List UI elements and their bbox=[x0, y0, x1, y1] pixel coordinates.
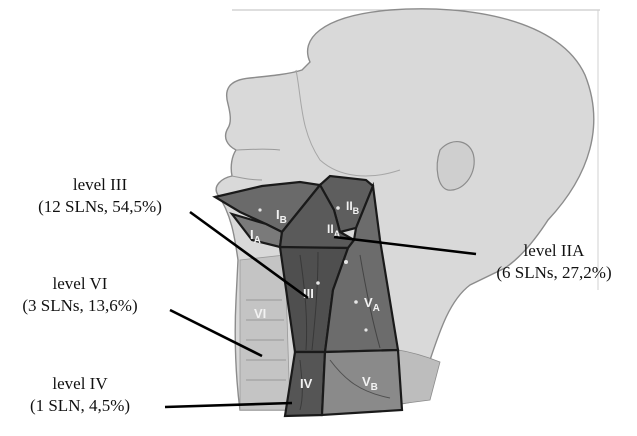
callout-level-iv: level IV (1 SLN, 4,5%) bbox=[30, 374, 130, 415]
zone-label-vi: VI bbox=[254, 306, 266, 321]
callout-detail-level-iia: (6 SLNs, 27,2%) bbox=[496, 263, 611, 282]
callout-detail-level-vi: (3 SLNs, 13,6%) bbox=[22, 296, 137, 315]
node-dot bbox=[364, 328, 367, 331]
node-dot bbox=[336, 206, 340, 210]
callout-detail-level-iii: (12 SLNs, 54,5%) bbox=[38, 197, 162, 216]
callout-title-level-iia: level IIA bbox=[524, 241, 586, 260]
node-dot bbox=[344, 260, 348, 264]
callout-title-level-iii: level III bbox=[73, 175, 128, 194]
node-dot bbox=[258, 208, 261, 211]
callout-detail-level-iv: (1 SLN, 4,5%) bbox=[30, 396, 130, 415]
node-dot bbox=[316, 281, 320, 285]
zone-label-iii: III bbox=[303, 286, 314, 301]
zone-label-iv: IV bbox=[300, 376, 313, 391]
callout-title-level-iv: level IV bbox=[52, 374, 108, 393]
node-dot bbox=[354, 300, 358, 304]
callout-level-iii: level III (12 SLNs, 54,5%) bbox=[38, 175, 162, 216]
callout-level-vi: level VI (3 SLNs, 13,6%) bbox=[22, 274, 137, 315]
callout-title-level-vi: level VI bbox=[53, 274, 108, 293]
